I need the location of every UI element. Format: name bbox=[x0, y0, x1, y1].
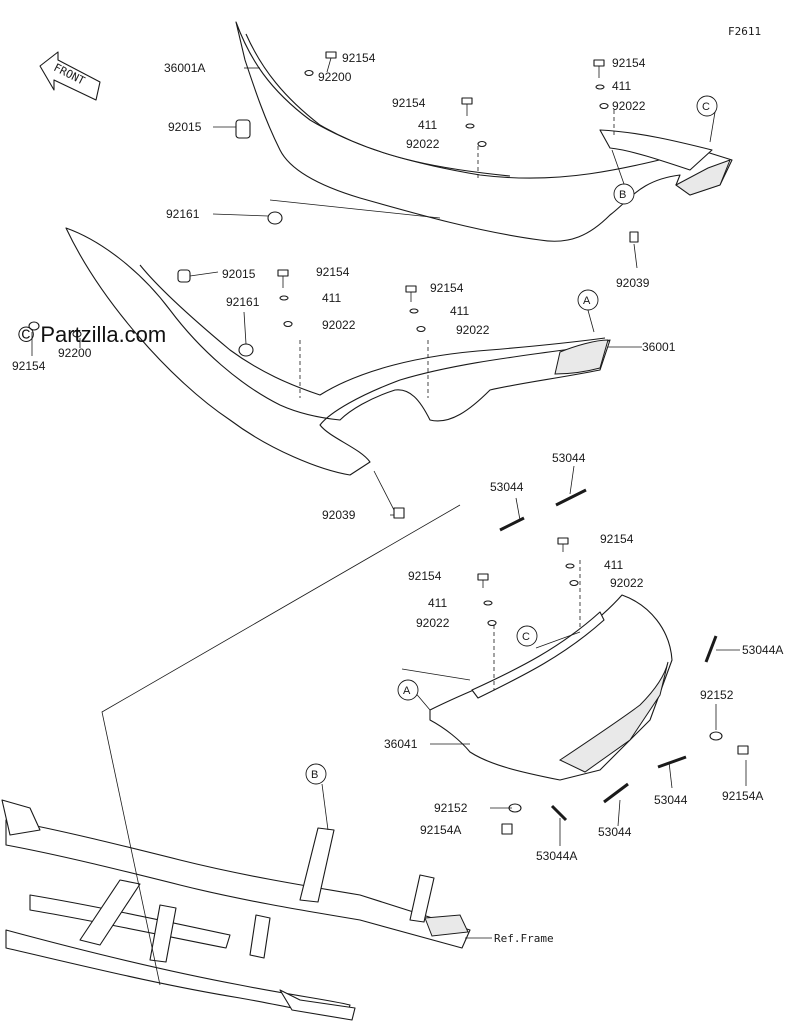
callout-c2: C bbox=[522, 631, 530, 643]
label-92022-f: 92022 bbox=[416, 616, 450, 630]
label-92154a-b: 92154A bbox=[420, 823, 461, 837]
label-411-d: 411 bbox=[450, 304, 469, 318]
label-411-f: 411 bbox=[428, 596, 447, 610]
label-92022-e: 92022 bbox=[610, 576, 644, 590]
label-53044-d: 53044 bbox=[598, 825, 632, 839]
label-92154-e: 92154 bbox=[430, 281, 464, 295]
ref-frame-label: Ref.Frame bbox=[494, 932, 554, 945]
label-92161-a: 92161 bbox=[166, 207, 200, 221]
fastener-icons bbox=[28, 51, 749, 835]
label-36001: 36001 bbox=[642, 340, 676, 354]
label-411-a: 411 bbox=[612, 79, 631, 93]
callout-b2: B bbox=[311, 769, 318, 781]
callout-c1: C bbox=[702, 101, 710, 113]
label-53044a-a: 53044A bbox=[742, 643, 783, 657]
label-36041: 36041 bbox=[384, 737, 418, 751]
label-92154-c: 92154 bbox=[392, 96, 426, 110]
label-92154-h: 92154 bbox=[408, 569, 442, 583]
lower-side-cover bbox=[429, 594, 673, 781]
frame-leader-line bbox=[101, 504, 461, 986]
label-53044-a: 53044 bbox=[490, 480, 524, 494]
label-92200-a: 92200 bbox=[318, 70, 352, 84]
label-92154-g: 92154 bbox=[600, 532, 634, 546]
callout-b1: B bbox=[619, 189, 626, 201]
reference-frame bbox=[1, 799, 471, 1021]
label-92022-b: 92022 bbox=[406, 137, 440, 151]
label-92154-f: 92154 bbox=[12, 359, 46, 373]
label-53044-b: 53044 bbox=[552, 451, 586, 465]
label-92015-a: 92015 bbox=[168, 120, 202, 134]
label-92154-b: 92154 bbox=[612, 56, 646, 70]
callout-markers: C B A C A B bbox=[305, 95, 718, 785]
label-92154a-a: 92154A bbox=[722, 789, 763, 803]
label-92200-b: 92200 bbox=[58, 346, 92, 360]
front-arrow-icon: FRONT bbox=[39, 51, 101, 101]
label-92015-b: 92015 bbox=[222, 267, 256, 281]
label-92154-d: 92154 bbox=[316, 265, 350, 279]
label-92022-a: 92022 bbox=[612, 99, 646, 113]
label-92152-a: 92152 bbox=[700, 688, 734, 702]
label-411-b: 411 bbox=[418, 118, 437, 132]
figure-code: F2611 bbox=[728, 25, 761, 38]
label-53044a-b: 53044A bbox=[536, 849, 577, 863]
label-92152-b: 92152 bbox=[434, 801, 468, 815]
label-92039-b: 92039 bbox=[322, 508, 356, 522]
label-36001a: 36001A bbox=[164, 61, 205, 75]
part-labels: 36001A 92154 92200 92015 92154 411 92022… bbox=[12, 51, 783, 863]
callout-a1: A bbox=[583, 295, 591, 307]
watermark: © Partzilla.com bbox=[18, 322, 166, 347]
middle-side-cover bbox=[65, 227, 611, 476]
label-92022-c: 92022 bbox=[322, 318, 356, 332]
label-411-e: 411 bbox=[604, 558, 623, 572]
label-411-c: 411 bbox=[322, 291, 341, 305]
label-92161-b: 92161 bbox=[226, 295, 260, 309]
label-92154-a: 92154 bbox=[342, 51, 376, 65]
label-53044-c: 53044 bbox=[654, 793, 688, 807]
callout-a2: A bbox=[403, 685, 411, 697]
label-92022-d: 92022 bbox=[456, 323, 490, 337]
upper-side-cover bbox=[235, 21, 733, 242]
label-92039-a: 92039 bbox=[616, 276, 650, 290]
